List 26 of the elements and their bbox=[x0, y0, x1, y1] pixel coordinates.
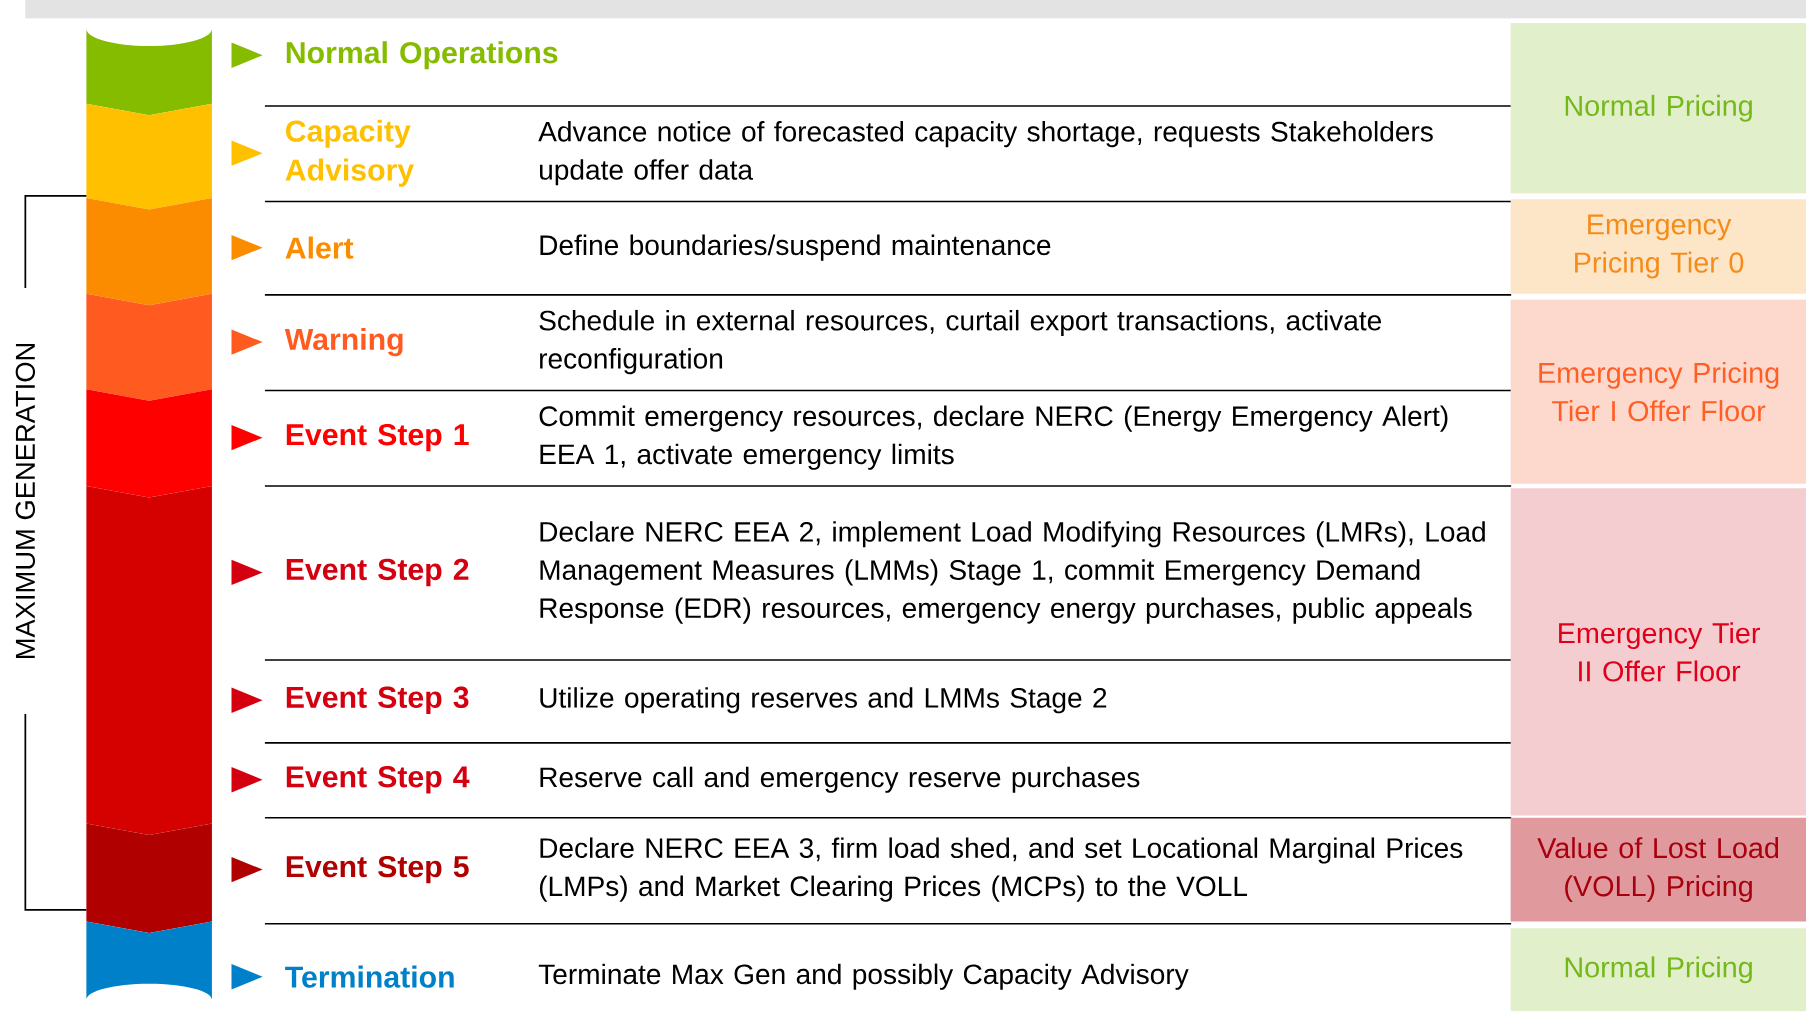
pricing-box: Value of Lost Load (VOLL) Pricing bbox=[1510, 817, 1806, 922]
stage-name: Event Step 5 bbox=[286, 855, 469, 884]
stage-name: Termination bbox=[285, 965, 454, 988]
description: Declare NERC EEA 2, implement Load Modifying Resources (LMRs), Load Management Measures (LMMs) Stage 1, commit Emergency Demand Response (EDR) resources, emergency energy purchases, public appeals bbox=[540, 521, 1485, 624]
side-label: MAXIMUM GENERATION bbox=[15, 343, 36, 659]
pricing-box: Emergency Pricing Tier I Offer Floor bbox=[1510, 299, 1806, 484]
description: Schedule in external resources, curtail export transactions, activate reconfiguration bbox=[539, 309, 1381, 375]
stage-name: Event Step 4 bbox=[286, 766, 470, 794]
stage-name: Normal Operations bbox=[286, 41, 558, 70]
pricing-box: Emergency Tier II Offer Floor bbox=[1510, 488, 1806, 816]
description: Declare NERC EEA 3, firm load shed, and set Locational Marginal Prices (LMPs) and Market Clearing Prices (MCPs) to the VOLL bbox=[539, 837, 1463, 902]
stage-name: Event Step 2 bbox=[286, 558, 469, 587]
description: Terminate Max Gen and possibly Capacity Advisory bbox=[538, 963, 1189, 990]
description: Reserve call and emergency reserve purchases bbox=[540, 766, 1140, 793]
description: Define boundaries/suspend maintenance bbox=[540, 234, 1051, 261]
pricing-box: Normal Pricing bbox=[1510, 928, 1806, 1012]
description: Advance notice of forecasted capacity shortage, requests Stakeholders update offer data bbox=[538, 121, 1433, 186]
stage-name: Event Step 3 bbox=[286, 686, 469, 714]
pricing-box: Normal Pricing bbox=[1510, 23, 1806, 194]
pricing-box: Emergency Pricing Tier 0 bbox=[1510, 199, 1806, 294]
stage-name: Warning bbox=[284, 327, 403, 357]
description: Utilize operating reserves and LMMs Stage 2 bbox=[540, 687, 1107, 714]
description: Commit emergency resources, declare NERC (Energy Emergency Alert) EEA 1, activate emergency limits bbox=[539, 405, 1448, 470]
stage-name: Capacity Advisory bbox=[285, 119, 414, 187]
stage-name: Event Step 1 bbox=[286, 424, 469, 452]
stage-name: Alert bbox=[285, 236, 354, 259]
